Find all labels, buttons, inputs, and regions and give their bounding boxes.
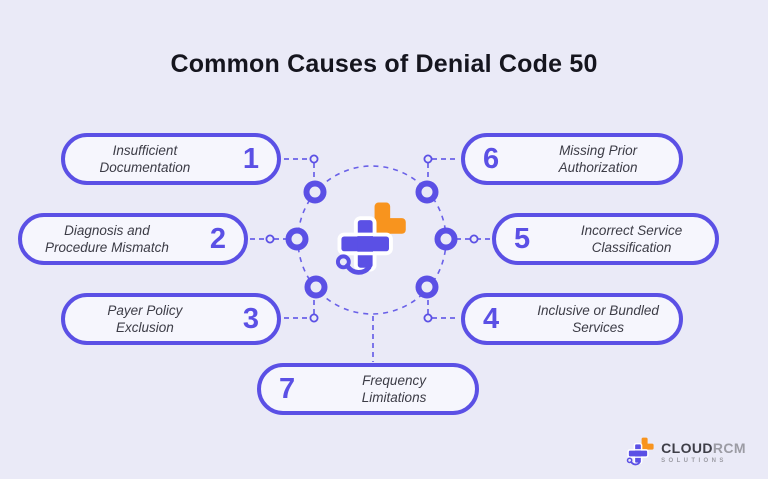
- cause-number: 5: [514, 222, 531, 255]
- cloudrcm-logo-icon: [626, 437, 655, 466]
- brand-secondary: RCM: [712, 439, 746, 456]
- cause-number: 7: [279, 372, 296, 405]
- cause-number: 4: [483, 302, 500, 335]
- cause-number: 3: [242, 302, 259, 335]
- cause-number: 1: [242, 142, 259, 175]
- brand-tagline: SOLUTIONS: [661, 457, 727, 464]
- brand-primary: CLOUD: [661, 439, 713, 456]
- cause-number: 2: [209, 222, 226, 255]
- elbow-rings: [265, 154, 479, 323]
- orbit-nodes: [285, 180, 458, 299]
- cloudrcm-logo-text: CLOUDRCM SOLUTIONS: [661, 441, 746, 464]
- cloudrcm-logo: CLOUDRCM SOLUTIONS: [626, 437, 746, 467]
- page-title: Common Causes of Denial Code 50: [170, 49, 598, 78]
- medical-cross-icon: [338, 203, 406, 273]
- cause-number: 6: [483, 142, 500, 175]
